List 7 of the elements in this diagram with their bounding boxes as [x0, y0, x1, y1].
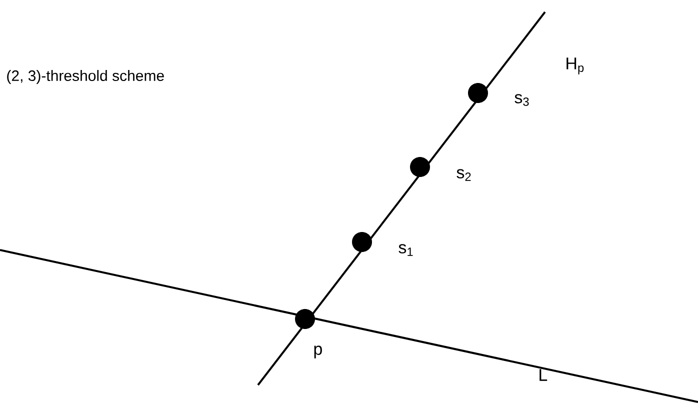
node-label: p	[314, 346, 322, 358]
node-label: s$_{2}$	[456, 169, 471, 181]
node-label: s$_{3}$	[514, 94, 529, 106]
line-label: H$_{p}$	[566, 58, 584, 74]
node-label: s$_{1}$	[398, 244, 413, 256]
line-label: L	[540, 369, 548, 381]
title: (2, 3)-threshold scheme	[7, 70, 164, 84]
